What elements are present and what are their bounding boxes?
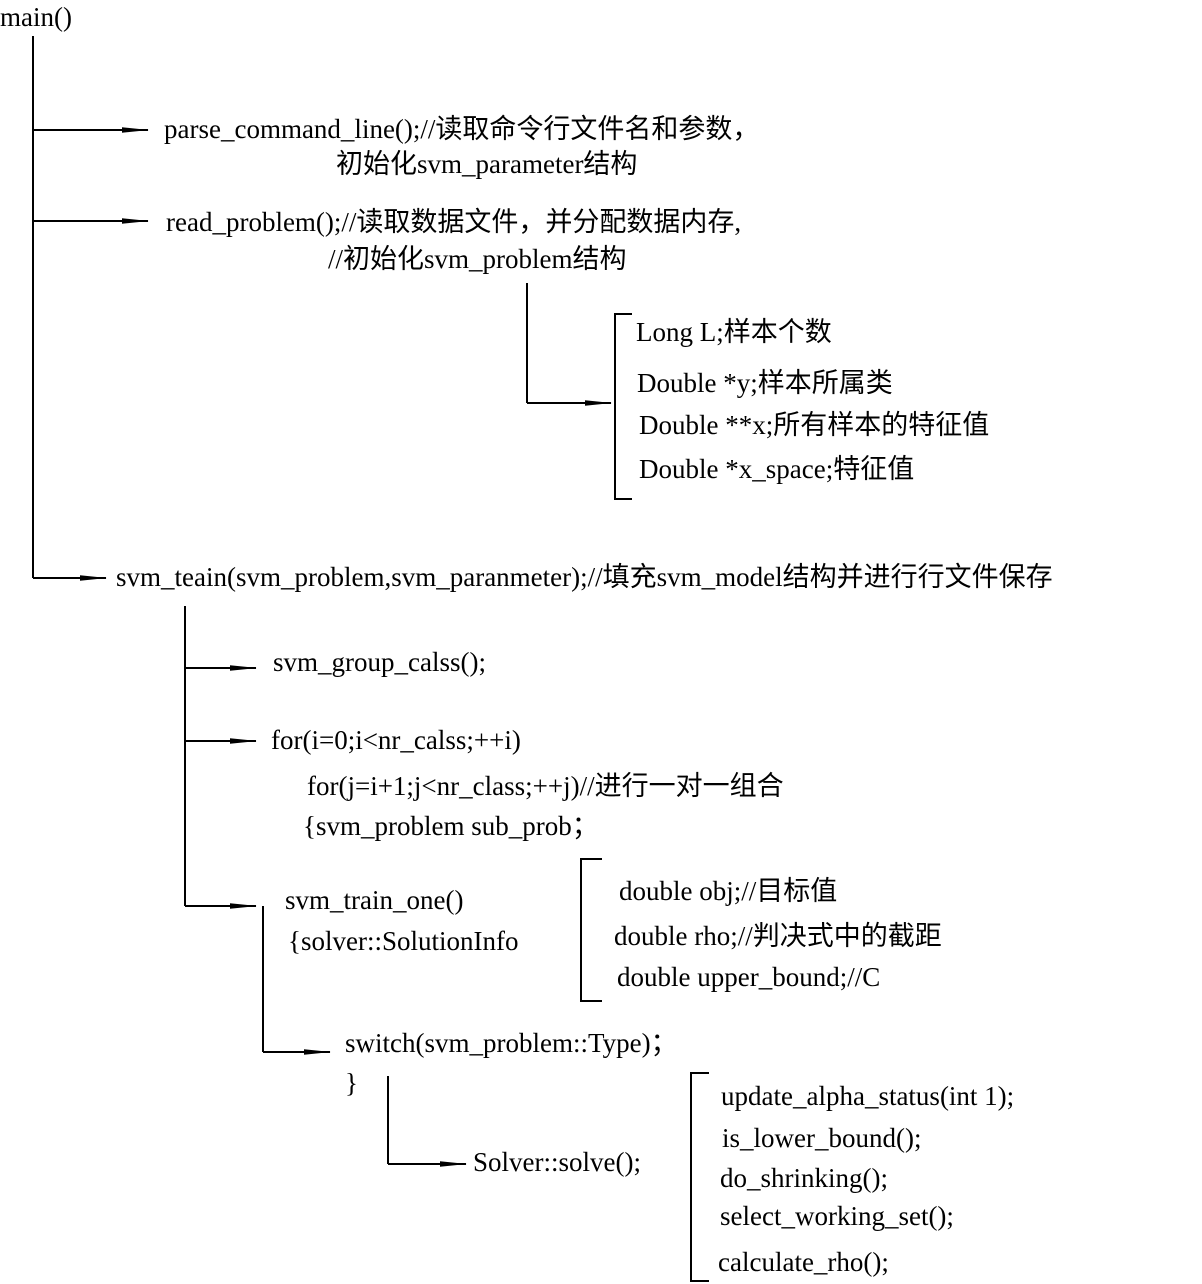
main-label: main() [0,2,72,32]
svm-train-label: svm_teain(svm_problem,svm_paranmeter);//… [116,562,1053,592]
sub-prob-label: {svm_problem sub_prob； [303,811,599,841]
solver-step-item: is_lower_bound(); [722,1123,922,1153]
solver-step-item: do_shrinking(); [720,1163,888,1193]
solver-step-item: update_alpha_status(int 1); [721,1081,1015,1111]
solution-fields-bracket [580,858,602,1002]
parse-command-line-label: parse_command_line();//读取命令行文件名和参数， [164,114,760,144]
solver-step-item: select_working_set(); [720,1201,954,1231]
problem-fields-bracket [614,313,632,500]
group-class-label: svm_group_calss(); [273,647,486,677]
for-j-loop-label: for(j=i+1;j<nr_class;++j)//进行一对一组合 [307,771,784,801]
switch-close-brace: } [345,1068,358,1098]
read-problem-note: //初始化svm_problem结构 [328,244,627,274]
solver-step-item: calculate_rho(); [718,1247,889,1277]
solver-solve-label: Solver::solve(); [473,1147,641,1177]
train-one-label: svm_train_one() [285,885,464,915]
solution-field-item: double upper_bound;//C [617,962,881,992]
switch-label: switch(svm_problem::Type)； [345,1028,678,1058]
problem-field-item: Double *y;样本所属类 [637,368,893,398]
solution-field-item: double rho;//判决式中的截距 [614,921,942,951]
solution-info-label: {solver::SolutionInfo [288,926,519,956]
solver-steps-bracket [690,1072,709,1282]
problem-field-item: Long L;样本个数 [636,317,832,347]
parse-command-line-note: 初始化svm_parameter结构 [336,149,638,179]
problem-field-item: Double **x;所有样本的特征值 [639,410,990,440]
solution-field-item: double obj;//目标值 [619,876,838,906]
read-problem-label: read_problem();//读取数据文件，并分配数据内存, [166,207,742,237]
for-i-loop-label: for(i=0;i<nr_calss;++i) [271,725,521,755]
problem-field-item: Double *x_space;特征值 [639,454,915,484]
